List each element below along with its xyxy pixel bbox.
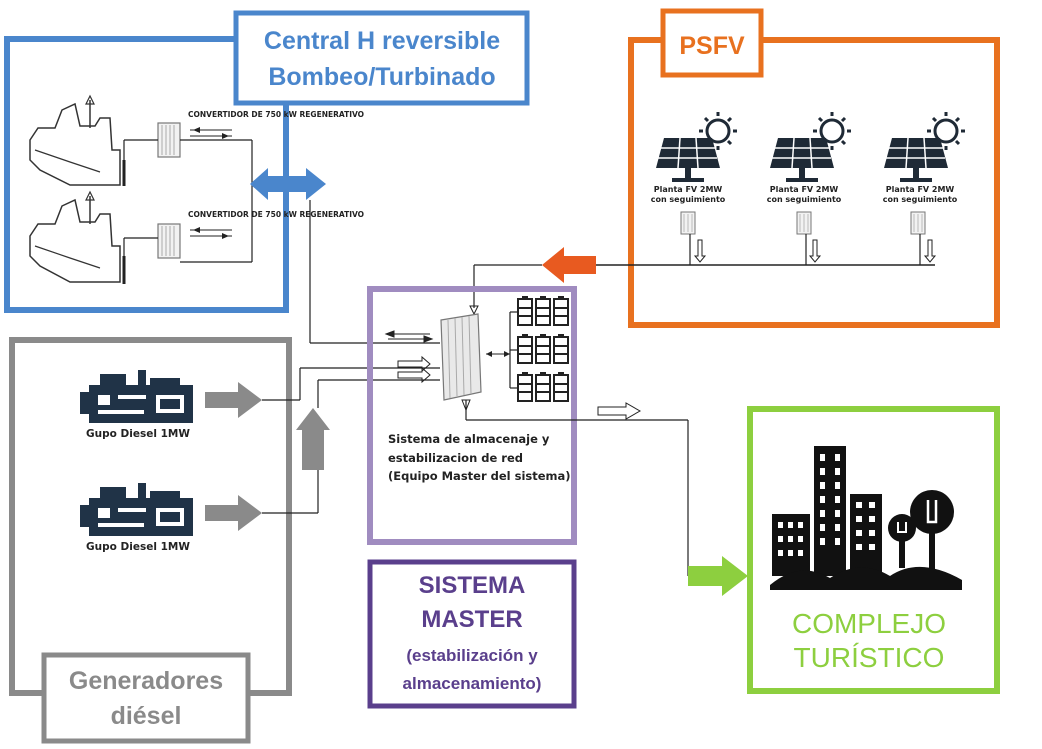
city-skyline-icon xyxy=(770,446,962,590)
converter-cabinet-icon xyxy=(157,223,181,259)
pv-output-arrows xyxy=(693,239,937,263)
solar-panel-sun-icon xyxy=(770,112,851,182)
battery-bank-icon xyxy=(509,295,569,402)
hydro-block: Central H reversible Bombeo/Turbinado CO… xyxy=(4,10,530,313)
psfv-title-box xyxy=(660,8,764,78)
hydro-bidirectional-arrow xyxy=(250,168,326,200)
diesel-generator-icon xyxy=(80,483,193,536)
hydro-title-line1: Central H reversible xyxy=(264,27,500,55)
psfv-frame xyxy=(628,37,1000,328)
storage-frame xyxy=(367,286,577,545)
complex-frame xyxy=(747,406,1000,694)
master-line2: MASTER xyxy=(421,606,522,633)
pv-plant-1-line2: con seguimiento xyxy=(651,195,726,204)
pv-plant-3-line1: Planta FV 2MW xyxy=(886,185,955,194)
storage-block: Sistema de almacenaje y estabilizacion d… xyxy=(367,286,688,545)
pv-plant-2-line1: Planta FV 2MW xyxy=(770,185,839,194)
diesel-title-box xyxy=(41,652,251,744)
diesel-generator-1-label: Gupo Diesel 1MW xyxy=(86,428,190,440)
master-label-block: SISTEMA MASTER (estabilización y almacen… xyxy=(367,559,577,709)
diesel-title-line2: diésel xyxy=(111,702,182,730)
psfv-block: PSFV Planta FV 2MW con seguimiento xyxy=(595,8,1000,328)
complex-block: COMPLEJO TURÍSTICO xyxy=(747,406,1000,694)
inverter-cabinet-icon xyxy=(796,211,812,235)
diesel-generator-2-label: Gupo Diesel 1MW xyxy=(86,541,190,553)
hydro-frame xyxy=(4,36,289,313)
hydro-title-box xyxy=(233,10,530,106)
converter-label-2: CONVERTIDOR DE 750 kW REGENERATIVO xyxy=(188,210,364,219)
solar-panel-sun-icon xyxy=(884,112,965,182)
master-line4: almacenamiento) xyxy=(403,674,542,693)
pv-plant-2-line2: con seguimiento xyxy=(767,195,842,204)
hydro-plant-icon xyxy=(29,190,126,284)
converter-cabinet-icon xyxy=(440,313,482,401)
storage-desc-line3: (Equipo Master del sistema) xyxy=(388,469,571,483)
master-connection-lines xyxy=(262,200,440,514)
storage-desc-line2: estabilizacion de red xyxy=(388,451,523,465)
master-line3: (estabilización y xyxy=(406,646,538,665)
converter-cabinet-icon xyxy=(157,122,181,158)
solar-panel-sun-icon xyxy=(656,112,737,182)
diesel-up-arrow xyxy=(296,408,330,470)
inverter-cabinet-icon xyxy=(680,211,696,235)
psfv-title: PSFV xyxy=(679,32,745,60)
converter-label-1: CONVERTIDOR DE 750 kW REGENERATIVO xyxy=(188,110,364,119)
complex-line2: TURÍSTICO xyxy=(794,642,945,673)
diesel-2-arrow xyxy=(205,495,262,531)
master-line1: SISTEMA xyxy=(419,572,526,599)
pv-to-master-arrow xyxy=(542,247,596,283)
diesel-title-line1: Generadores xyxy=(69,667,223,695)
storage-desc-line1: Sistema de almacenaje y xyxy=(388,432,550,446)
master-frame xyxy=(367,559,577,709)
diesel-block: Generadores diésel Gupo Diesel 1MW xyxy=(9,337,292,744)
complex-line1: COMPLEJO xyxy=(792,608,946,639)
master-to-complex-arrow xyxy=(688,556,748,596)
diesel-generator-icon xyxy=(80,370,193,423)
inverter-cabinet-icon xyxy=(910,211,926,235)
pv-plant-1-line1: Planta FV 2MW xyxy=(654,185,723,194)
hydro-plant-icon xyxy=(29,94,126,186)
pv-plant-3-line2: con seguimiento xyxy=(883,195,958,204)
diesel-1-arrow xyxy=(205,382,262,418)
hydro-title-line2: Bombeo/Turbinado xyxy=(268,63,495,91)
